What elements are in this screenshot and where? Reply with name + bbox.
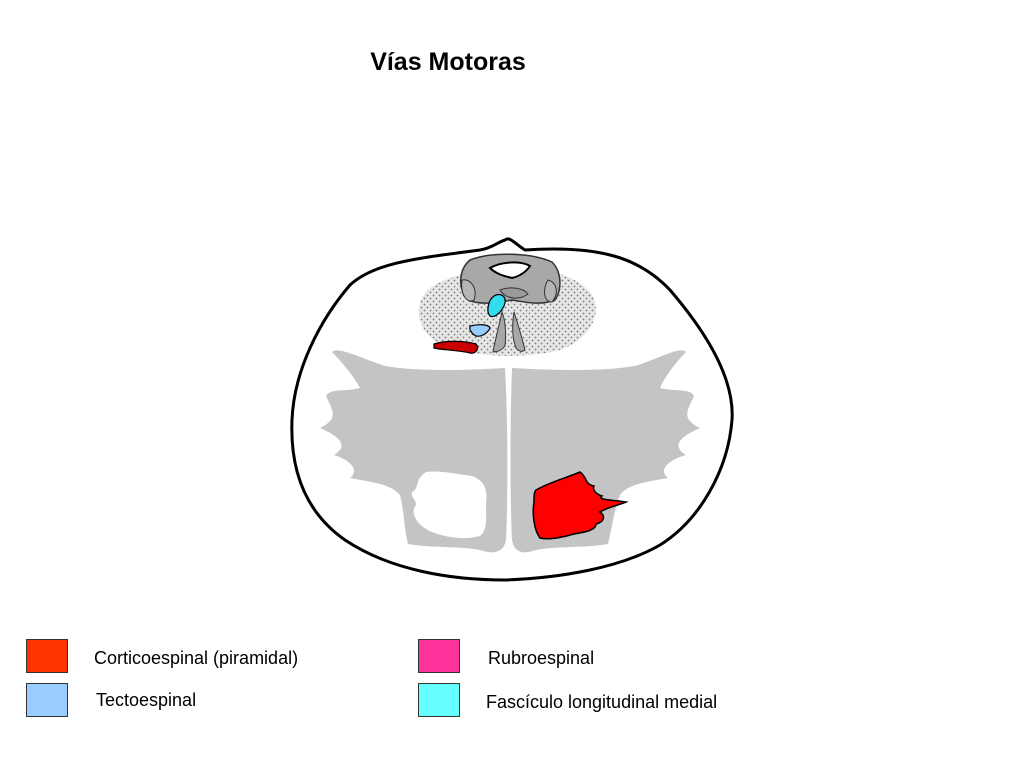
midline-strip-right <box>512 311 526 352</box>
rubroespinal-tract <box>433 340 479 354</box>
diagram-title: Vías Motoras <box>370 48 526 76</box>
midline-strip-left <box>492 310 507 353</box>
legend-label-rubroespinal: Rubroespinal <box>488 648 595 668</box>
legend-label-tectoespinal: Tectoespinal <box>96 690 197 710</box>
tectoespinal-tract <box>469 324 491 337</box>
corticoespinal-bundle-left <box>411 471 487 539</box>
gray-nucleus-right <box>544 279 557 303</box>
fourth-ventricle <box>488 261 532 280</box>
flm-tract <box>487 293 506 318</box>
corticoespinal-tract <box>532 471 629 540</box>
legend-swatch-flm <box>418 683 460 717</box>
legend-swatch-rubroespinal <box>418 639 460 673</box>
legend-swatch-tectoespinal <box>26 683 68 717</box>
legend-swatch-corticoespinal <box>26 639 68 673</box>
gray-nucleus-center <box>499 287 529 299</box>
legend-label-corticoespinal: Corticoespinal (piramidal) <box>94 648 299 668</box>
legend-label-flm: Fascículo longitudinal medial <box>486 692 718 712</box>
gray-nucleus-left <box>461 279 476 302</box>
